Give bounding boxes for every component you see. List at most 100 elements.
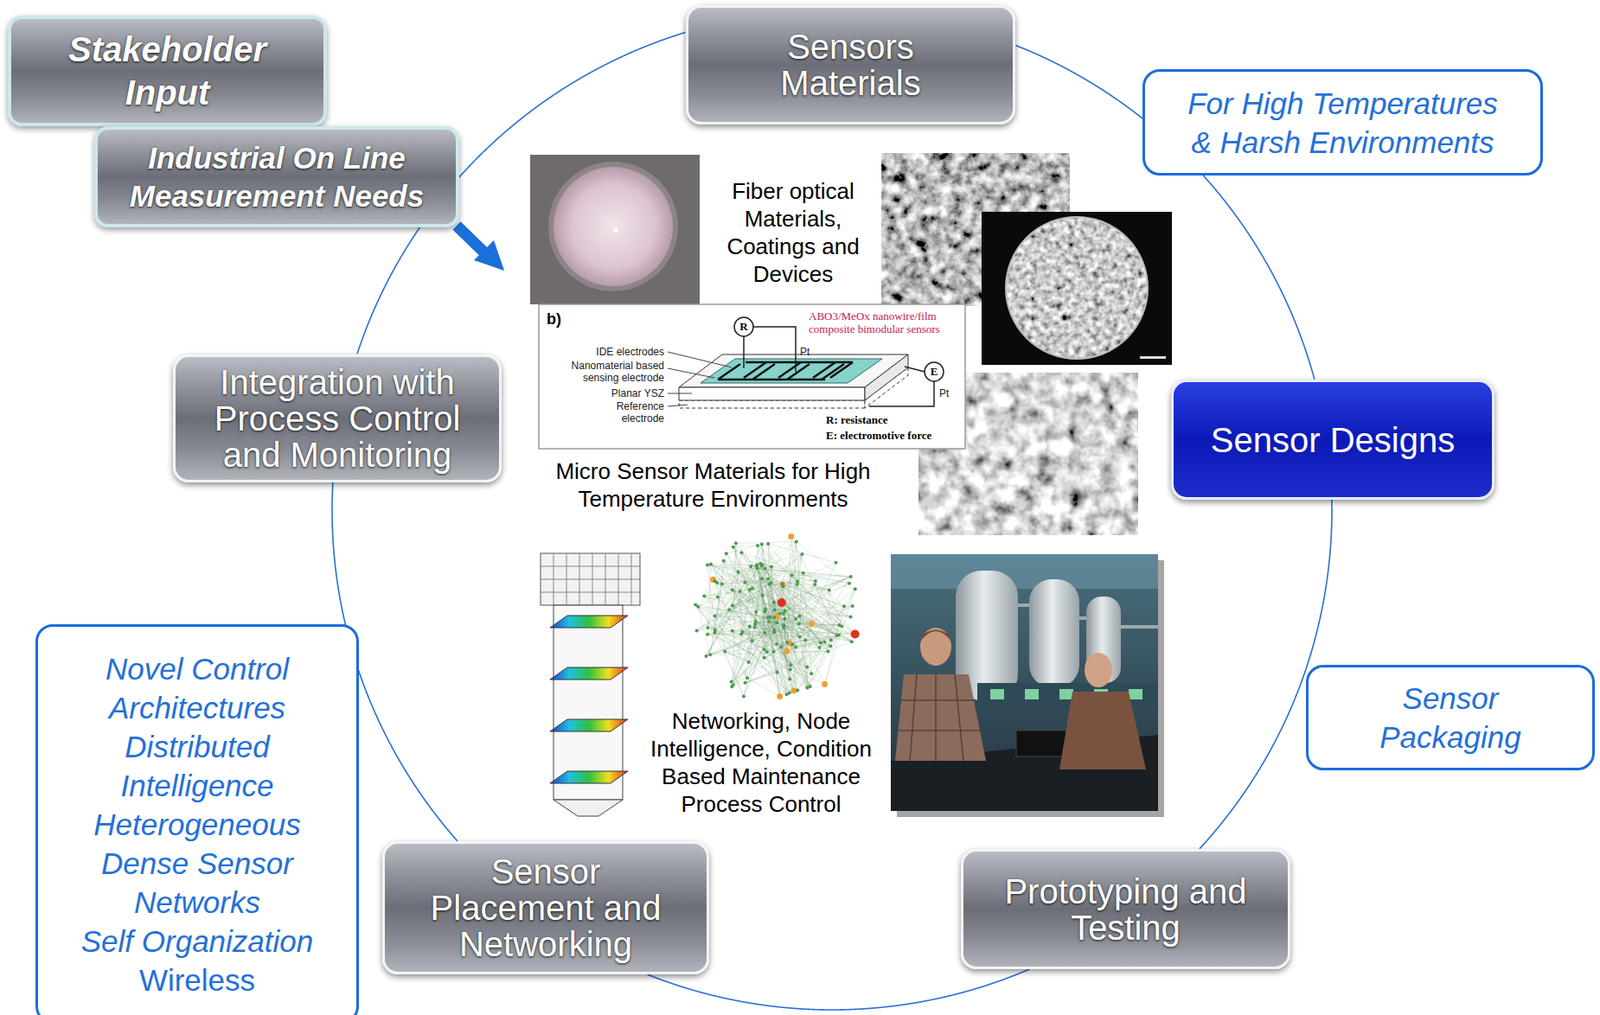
network-link <box>767 641 826 652</box>
sensor-schematic <box>717 362 853 380</box>
control-room-photo <box>1128 689 1143 700</box>
network-dot <box>722 559 726 564</box>
network-dot <box>748 625 752 629</box>
network-dot <box>794 539 799 544</box>
network-dot <box>709 563 713 567</box>
boiler-cfd-model <box>540 592 640 594</box>
sensor-schematic <box>924 362 944 382</box>
network-graph <box>693 533 859 700</box>
network-link <box>774 576 852 611</box>
network-dot <box>712 631 717 635</box>
network-link <box>722 566 751 585</box>
control-room-photo <box>1059 691 1146 770</box>
network-dot <box>765 650 769 654</box>
network-dot <box>775 671 780 675</box>
node-text: Sensor Packaging <box>1355 678 1546 757</box>
network-dot <box>779 582 786 589</box>
network-dot <box>747 660 751 665</box>
network-dot <box>849 614 853 619</box>
sensor-schematic <box>667 352 732 407</box>
network-dot <box>795 582 800 587</box>
network-dot <box>743 681 748 685</box>
network-dot <box>704 654 708 659</box>
part-name: Reference electrode <box>603 400 665 425</box>
network-dot <box>781 623 786 628</box>
network-link <box>732 605 777 623</box>
network-link <box>715 630 821 644</box>
network-dot <box>754 610 758 615</box>
sensor-schematic <box>869 381 935 407</box>
figure-title: ABO3/MeOx nanowire/film composite bimodu… <box>808 309 963 336</box>
network-dot <box>790 573 794 577</box>
network-link <box>714 616 789 694</box>
network-dot <box>813 579 818 583</box>
network-dot <box>766 542 770 546</box>
node-text: Sensor Designs <box>1181 421 1485 460</box>
network-link <box>724 651 808 688</box>
network-link <box>774 602 800 638</box>
network-dot <box>806 685 810 690</box>
network-dot <box>730 629 735 634</box>
control-room-photo <box>954 674 964 762</box>
network-dot <box>705 563 710 567</box>
network-link <box>757 568 852 576</box>
network-dot <box>731 545 736 550</box>
network-dot <box>847 582 852 586</box>
network-dot <box>705 633 710 637</box>
network-dot <box>797 622 801 627</box>
sensor-schematic <box>667 352 732 368</box>
sensor-schematic <box>778 362 801 378</box>
network-link <box>710 635 839 656</box>
network-link <box>697 563 761 608</box>
fiber-tip-photo <box>614 228 619 233</box>
network-dot <box>772 628 776 633</box>
network-dot <box>851 604 855 608</box>
network-dot <box>730 603 735 608</box>
control-room-photo <box>934 674 937 762</box>
network-dot <box>727 608 731 612</box>
node-text: Self Organization <box>67 921 327 961</box>
node-body: Novel Control ArchitecturesDistributed I… <box>67 649 327 1000</box>
node-body: Stakeholder Input <box>51 27 285 115</box>
fiber-cross-section <box>1139 356 1166 359</box>
node-body: Sensors Materials <box>721 28 981 102</box>
network-dot <box>762 656 767 660</box>
input-arrow <box>473 240 505 271</box>
network-link <box>697 607 750 628</box>
network-link <box>797 635 838 691</box>
boiler-cfd-model <box>553 605 623 800</box>
network-dot <box>851 629 860 639</box>
network-dot <box>723 649 727 653</box>
network-dot <box>818 646 822 650</box>
control-room-photo <box>990 689 1005 700</box>
network-dot <box>778 612 782 616</box>
control-room-photo <box>890 554 1159 589</box>
control-room-photo <box>909 674 917 762</box>
fiber-cross-section <box>1005 217 1148 359</box>
network-link <box>742 552 804 573</box>
network-dot <box>760 563 764 568</box>
fiber-cross-section <box>981 211 1172 365</box>
node-text: Wireless <box>67 960 327 1000</box>
network-link <box>705 633 765 657</box>
network-link <box>732 589 792 666</box>
network-link <box>710 584 723 656</box>
network-link <box>710 564 723 585</box>
network-link <box>803 573 845 608</box>
symbol-key: R: resistance <box>825 413 956 428</box>
network-dot <box>713 579 717 583</box>
network-dot <box>780 582 785 586</box>
network-dot <box>850 640 854 644</box>
control-room-photo <box>1017 605 1159 628</box>
network-dot <box>738 589 743 594</box>
fiber-tip-photo <box>553 166 673 287</box>
network-dot <box>795 688 800 692</box>
control-room-photo <box>898 729 980 732</box>
network-dot <box>748 564 753 569</box>
network-dot <box>739 633 743 637</box>
network-dot <box>745 676 749 680</box>
node-body: Sensor Packaging <box>1355 678 1546 757</box>
network-dot <box>696 605 700 609</box>
network-dot <box>781 585 786 589</box>
network-dot <box>750 587 755 591</box>
